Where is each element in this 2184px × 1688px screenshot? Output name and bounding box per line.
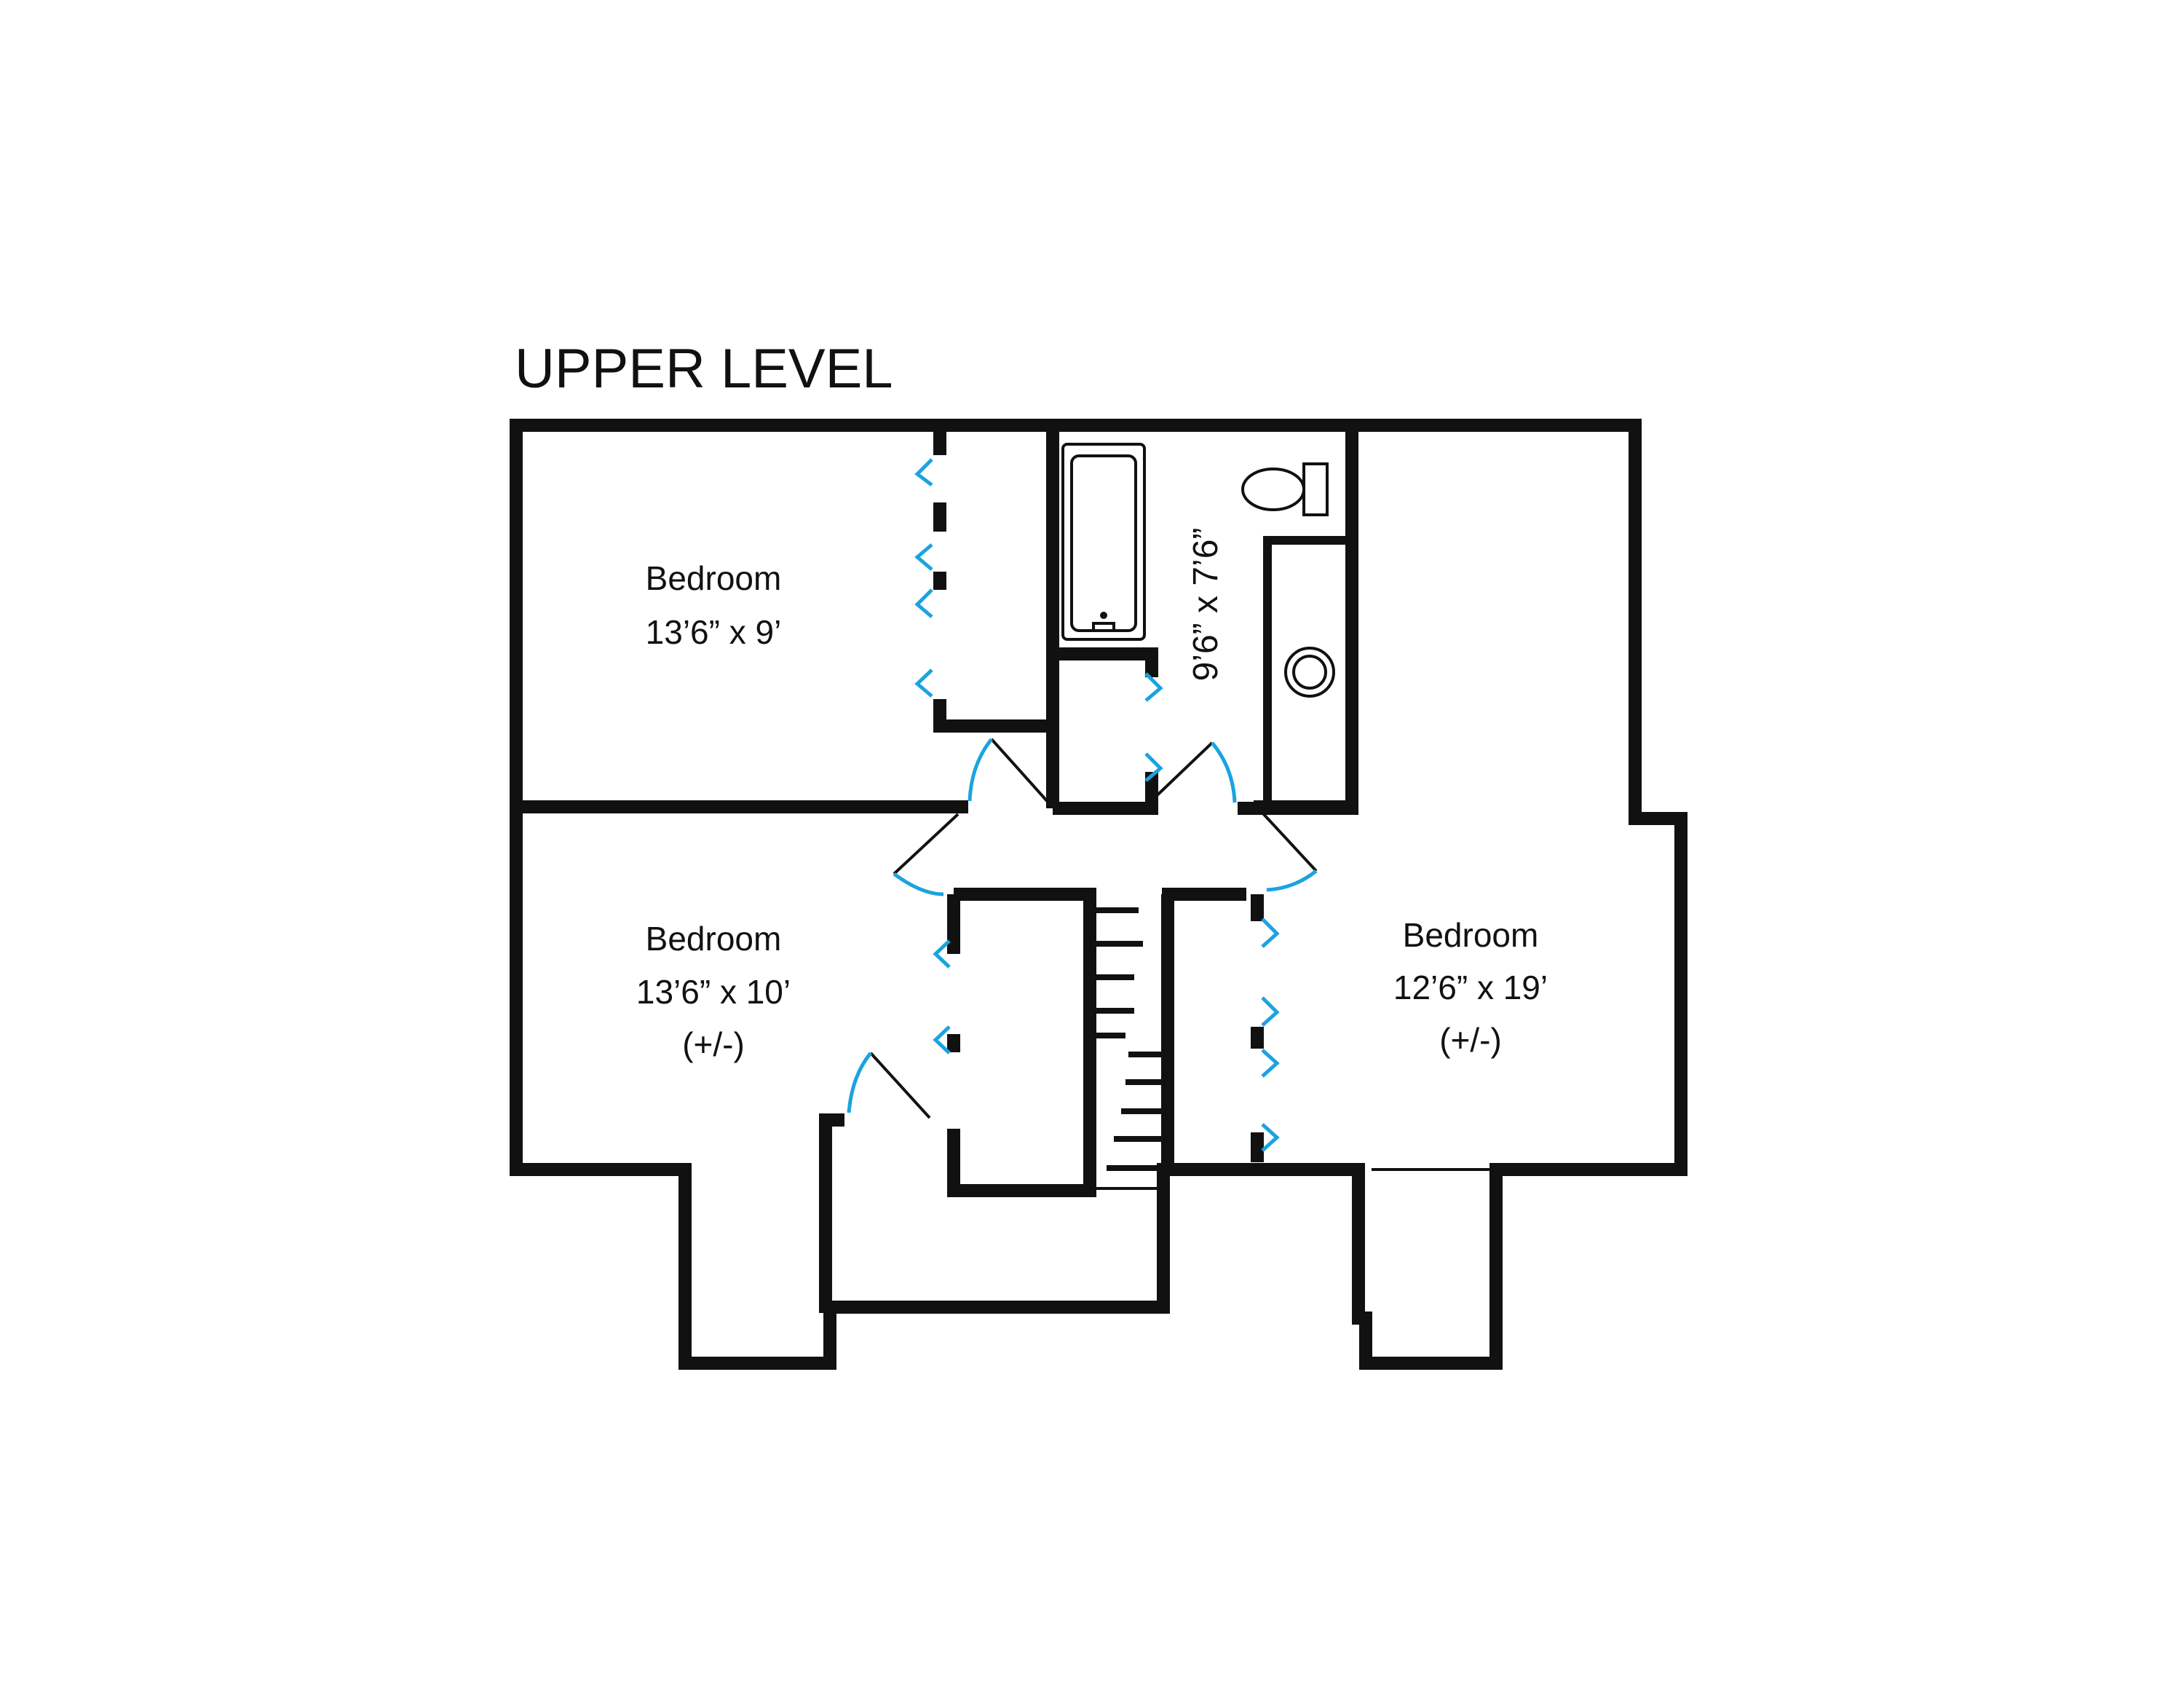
door-top-left-bedroom [968,738,1050,804]
door-lower-left-bedroom [893,813,960,896]
room-name: Bedroom [646,920,782,958]
bifold-doors-right-closet [1261,918,1280,1152]
room-note: (+/-) [1439,1021,1502,1059]
vanity-counter [1263,536,1348,804]
lower-left-nook-wall [819,1113,844,1313]
toilet-tank [1302,462,1329,516]
stair-wall-right [1161,888,1246,1170]
staircase [1093,907,1165,1190]
bifold-doors-linen-closet [1144,672,1163,782]
tub-faucet-icon [1092,622,1115,632]
door-right-bedroom [1259,810,1318,892]
door-lower-left-nook [847,1052,931,1119]
bathroom-dimensions: 9’6” x 7’6” [1187,528,1225,682]
room-label-lower-left-bedroom: Bedroom 13’6” x 10’ (+/-) [636,920,791,1063]
sink-basin [1292,655,1327,690]
room-name: Bedroom [646,559,782,597]
door-bathroom [1147,741,1237,805]
toilet-bowl [1241,468,1305,511]
room-label-right-bedroom: Bedroom 12’6” x 19’ (+/-) [1393,916,1548,1059]
room-note: (+/-) [682,1025,745,1063]
closet-wall-top-left [933,431,1048,733]
plan-title: UPPER LEVEL [515,338,893,400]
room-label-top-left-bedroom: Bedroom 13’6” x 9’ [646,559,782,651]
tub-drain-icon [1100,612,1107,619]
outer-wall [510,419,1688,1370]
hall-closet-wall [947,888,1096,1197]
bifold-doors-top-left-closet [914,458,933,698]
bifold-doors-hall-closet [933,939,951,1054]
linen-closet-wall [1053,647,1158,815]
room-dimensions: 12’6” x 19’ [1393,969,1548,1006]
room-name: Bedroom [1403,916,1539,954]
room-dimensions: 13’6” x 9’ [646,613,782,651]
room-dimensions: 13’6” x 10’ [636,973,791,1011]
bathtub-basin [1070,454,1137,632]
